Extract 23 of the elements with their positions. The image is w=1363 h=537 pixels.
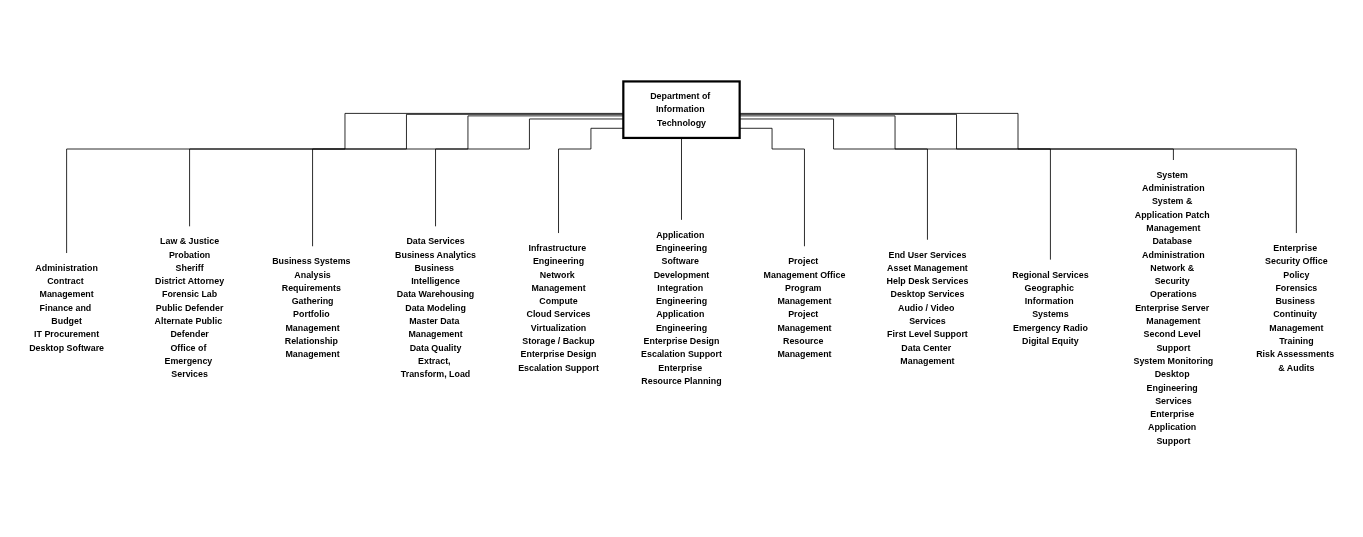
node-text: Data Services Business Analytics Business Intelligence Data Warehousing Data Modeling Master Data Management Data Quality Extract, Transform, Load — [395, 236, 477, 379]
connector — [739, 127, 805, 247]
node-text: Law & Justice Probation Sheriff District Attorney Forensic Lab Public Defender Alternate Public Defender Office of Emergency Services — [154, 236, 225, 379]
connector — [558, 127, 624, 234]
node-box: Department of Information Technology — [622, 80, 741, 139]
connector — [739, 112, 1297, 234]
connector — [739, 118, 928, 241]
node-text: Application Engineering Software Development Integration Engineering Application Engineering Enterprise Design Escalation Support Enterprise Resource Planning — [641, 229, 722, 386]
connector — [189, 113, 624, 227]
node-text: Administration Contract Management Finance and Budget IT Procurement Desktop Software — [29, 262, 105, 353]
connector — [66, 112, 624, 254]
node-text: Enterprise Security Office Policy Forensics Business Continuity Management Training Risk Assessments & Audits — [1256, 243, 1335, 373]
connector — [312, 115, 624, 247]
connector — [681, 137, 682, 221]
connector — [739, 115, 1051, 261]
node-text: End User Services Asset Management Help Desk Services Desktop Services Audio / Video Services First Level Support Data Center Management — [886, 249, 969, 366]
node-text: Business Systems Analysis Requirements Gathering Portfolio Management Relationship Management — [272, 256, 351, 359]
connector — [435, 118, 624, 227]
node-text: Regional Services Geographic Information Systems Emergency Radio Digital Equity — [1012, 269, 1089, 346]
node-text: Project Management Office Program Management Project Management Resource Management — [763, 256, 846, 359]
node-text: Infrastructure Engineering Network Management Compute Cloud Services Virtualization Storage / Backup Enterprise Design Escalation Support — [518, 243, 599, 373]
connector — [739, 113, 1174, 161]
node-text: System Administration System & Application Patch Management Database Administration Network & Security Operations Enterprise Server Management Second Level Support System Monitoring Desktop Engineering Services Enterprise Application Support — [1133, 169, 1214, 446]
